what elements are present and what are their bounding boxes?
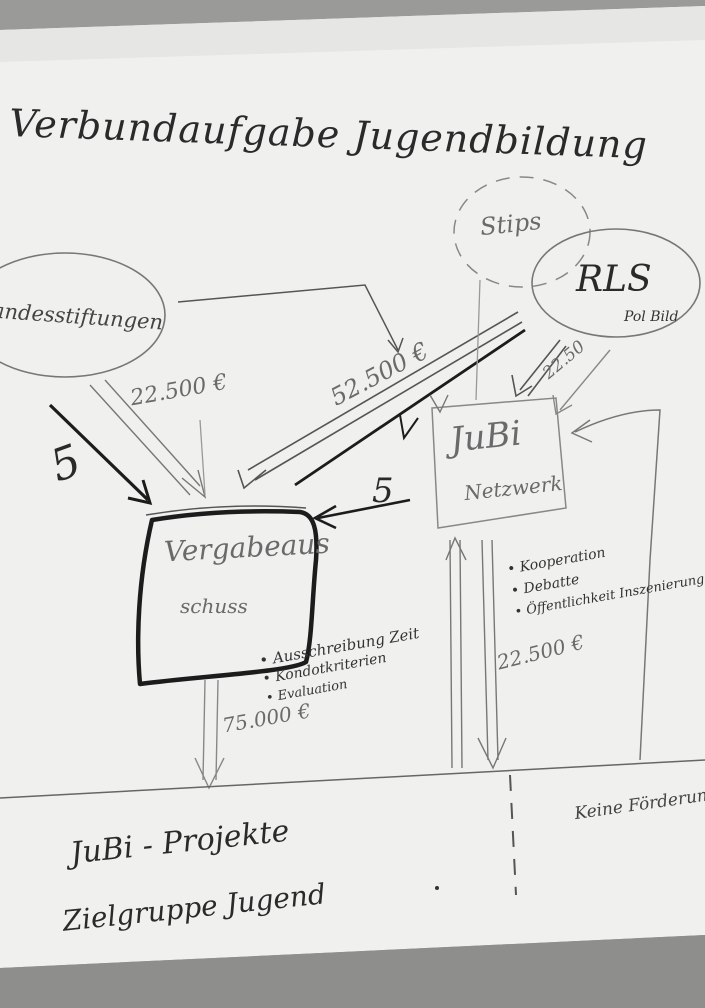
arrow-left-bold (48, 403, 150, 502)
vergabe-label-2: schuss (180, 594, 248, 618)
divider-line (0, 759, 705, 799)
count-right: 5 (372, 471, 394, 511)
rls-sub-label: Pol Bild (624, 309, 679, 325)
paper-sheet (0, 6, 705, 968)
stips-label: Stips (478, 206, 543, 242)
dashed-divider (509, 774, 517, 896)
vergabe-label-1: Vergabeaus (163, 526, 331, 569)
jubi-box (431, 397, 567, 529)
jubi-label-1: JuBi (448, 413, 524, 461)
rls-label: RLS (576, 259, 652, 300)
stiftungen-ellipse (0, 252, 166, 378)
board-edge (0, 935, 705, 1008)
arrow-rls-to-vergabe (247, 311, 519, 471)
rls-ellipse (531, 228, 701, 338)
